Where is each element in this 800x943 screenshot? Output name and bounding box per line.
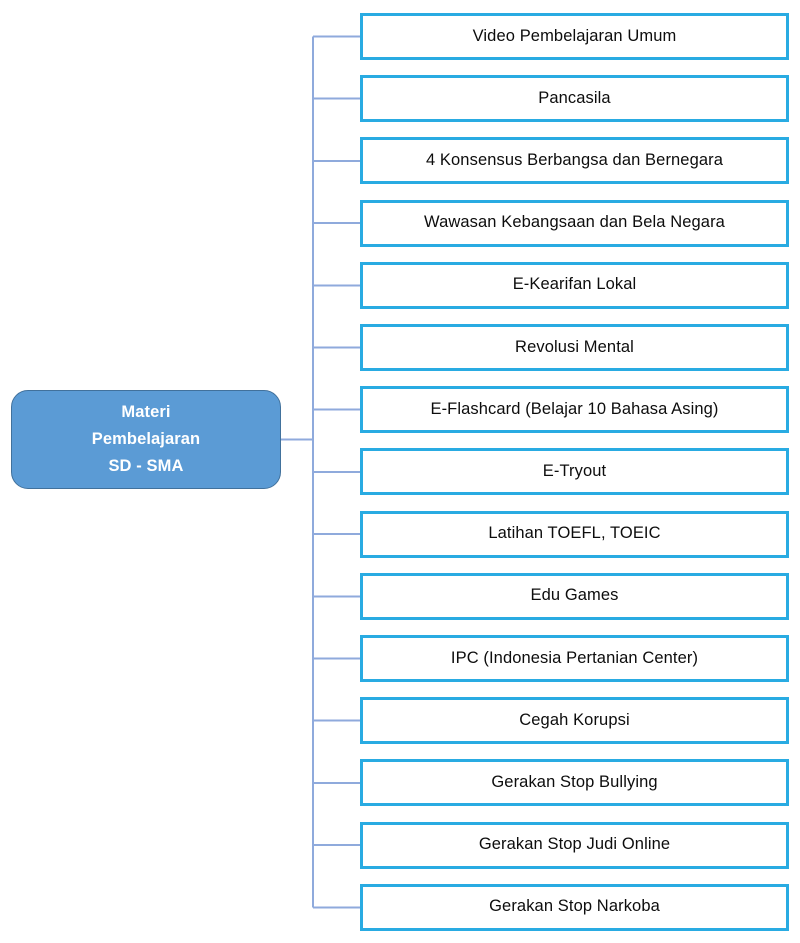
leaf-node[interactable]: 4 Konsensus Berbangsa dan Bernegara (360, 137, 789, 185)
leaf-node-label: IPC (Indonesia Pertanian Center) (450, 648, 699, 667)
leaf-node-label: E-Tryout (542, 461, 607, 480)
leaf-node-label: Cegah Korupsi (519, 710, 630, 729)
leaf-node[interactable]: Pancasila (360, 75, 789, 123)
leaf-node-label: Gerakan Stop Narkoba (489, 897, 660, 916)
leaf-node[interactable]: Revolusi Mental (360, 324, 789, 371)
leaf-node[interactable]: Edu Games (360, 572, 789, 620)
leaf-node[interactable]: E-Kearifan Lokal (360, 261, 789, 309)
leaf-node[interactable]: Gerakan Stop Bullying (360, 759, 789, 807)
leaf-node-label: Latihan TOEFL, TOEIC (488, 524, 661, 543)
leaf-node-label: Gerakan Stop Bullying (491, 772, 658, 791)
leaf-node-label: Revolusi Mental (515, 337, 634, 356)
root-node[interactable]: Materi Pembelajaran SD - SMA (11, 390, 281, 489)
leaf-node-label: Edu Games (530, 586, 619, 605)
leaf-node[interactable]: IPC (Indonesia Pertanian Center) (360, 635, 789, 682)
leaf-node-label: Pancasila (538, 88, 611, 107)
leaf-node-label: E-Flashcard (Belajar 10 Bahasa Asing) (430, 399, 719, 418)
leaf-node-label: E-Kearifan Lokal (512, 275, 637, 294)
leaf-node-label: Gerakan Stop Judi Online (478, 835, 671, 854)
leaf-node[interactable]: E-Flashcard (Belajar 10 Bahasa Asing) (360, 386, 789, 434)
leaf-node-label: 4 Konsensus Berbangsa dan Bernegara (425, 150, 724, 169)
leaf-node[interactable]: Cegah Korupsi (360, 697, 789, 745)
leaf-node-label: Wawasan Kebangsaan dan Bela Negara (424, 213, 725, 232)
leaf-node[interactable]: Gerakan Stop Judi Online (360, 821, 789, 869)
leaf-node[interactable]: Wawasan Kebangsaan dan Bela Negara (360, 199, 789, 247)
leaf-node[interactable]: Gerakan Stop Narkoba (360, 883, 789, 931)
root-node-label: Materi Pembelajaran SD - SMA (91, 403, 201, 475)
leaf-node[interactable]: Latihan TOEFL, TOEIC (360, 510, 789, 558)
leaf-node[interactable]: Video Pembelajaran Umum (360, 13, 789, 60)
leaf-node[interactable]: E-Tryout (360, 448, 789, 496)
leaf-node-label: Video Pembelajaran Umum (472, 26, 677, 45)
